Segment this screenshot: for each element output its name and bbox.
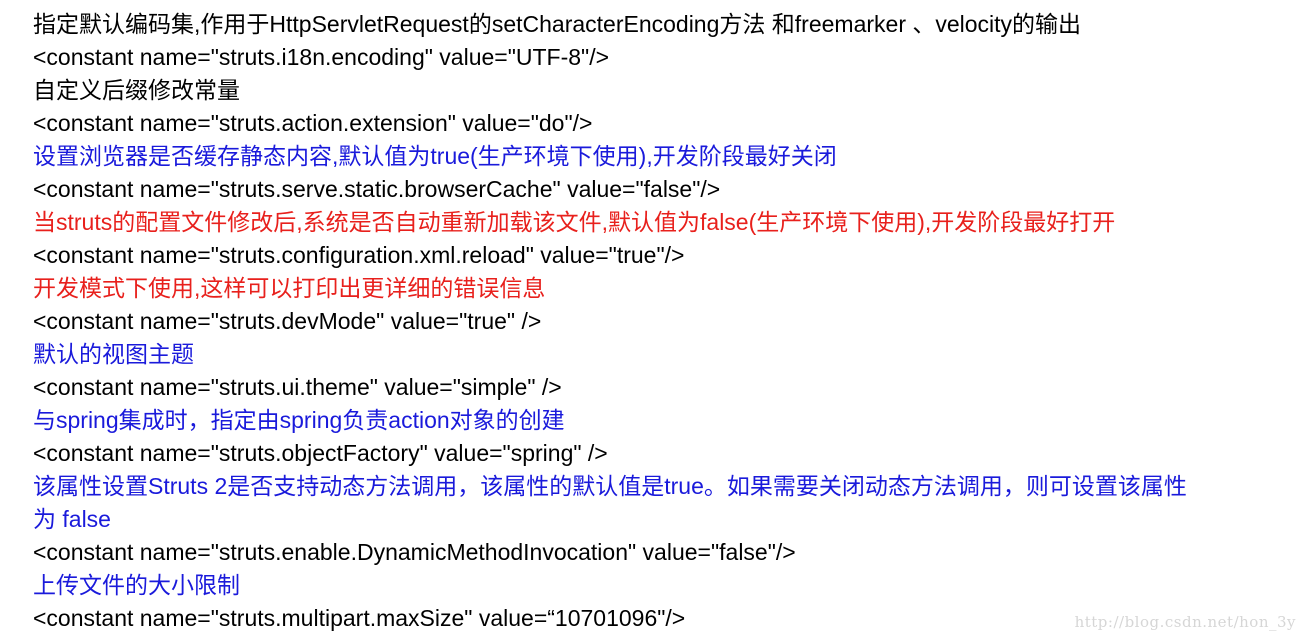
constant-ui-theme: <constant name="struts.ui.theme" value="… [33,374,562,400]
constant-max-size: <constant name="struts.multipart.maxSize… [33,605,686,631]
constant-i18n-encoding: <constant name="struts.i18n.encoding" va… [33,44,610,70]
comment-ui-theme: 默认的视图主题 [33,341,194,367]
constant-object-factory: <constant name="struts.objectFactory" va… [33,440,608,466]
comment-object-factory: 与spring集成时，指定由spring负责action对象的创建 [33,407,565,433]
document-body: 指定默认编码集,作用于HttpServletRequest的setCharact… [33,8,1303,635]
comment-encoding: 指定默认编码集,作用于HttpServletRequest的setCharact… [33,11,1082,37]
constant-action-extension: <constant name="struts.action.extension"… [33,110,593,136]
comment-dynamic-method: 该属性设置Struts 2是否支持动态方法调用，该属性的默认值是true。如果需… [33,473,1187,499]
constant-dynamic-method: <constant name="struts.enable.DynamicMet… [33,539,796,565]
constant-browser-cache: <constant name="struts.serve.static.brow… [33,176,721,202]
comment-dev-mode: 开发模式下使用,这样可以打印出更详细的错误信息 [33,275,546,301]
comment-extension: 自定义后缀修改常量 [33,77,240,103]
comment-dynamic-method-continued: 为 false [33,506,111,532]
watermark-url: http://blog.csdn.net/hon_3y [1074,613,1296,631]
comment-browser-cache: 设置浏览器是否缓存静态内容,默认值为true(生产环境下使用),开发阶段最好关闭 [33,143,837,169]
constant-dev-mode: <constant name="struts.devMode" value="t… [33,308,542,334]
comment-xml-reload: 当struts的配置文件修改后,系统是否自动重新加载该文件,默认值为false(… [33,209,1116,235]
comment-max-size: 上传文件的大小限制 [33,572,240,598]
constant-xml-reload: <constant name="struts.configuration.xml… [33,242,685,268]
